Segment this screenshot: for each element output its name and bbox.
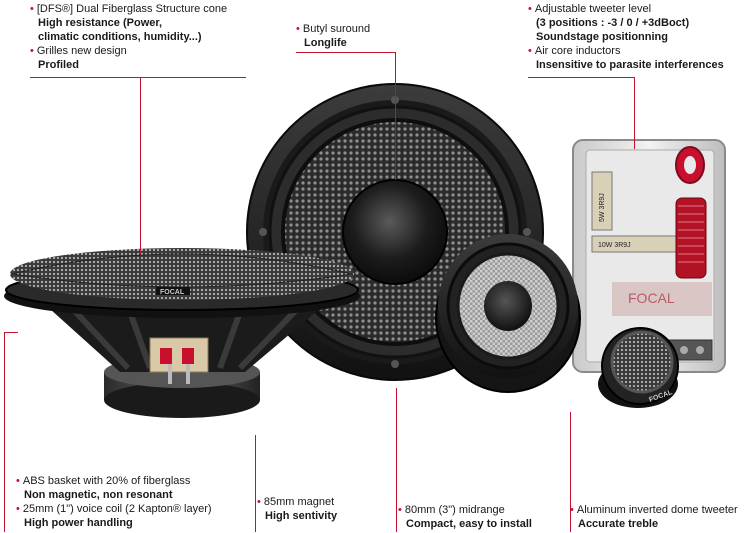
bullet-icon: • bbox=[528, 45, 532, 57]
cone-callout-leader bbox=[140, 77, 141, 253]
woofer-side-view: FOCAL bbox=[4, 248, 360, 418]
magnet-annotation: •85mm magnet High sentivity bbox=[257, 495, 337, 523]
resistor-1-marking: 5W 3R9J bbox=[599, 193, 606, 222]
crossover-feature-2: Air core inductors bbox=[534, 45, 621, 57]
cone-feature-1: [DFS®] Dual Fiberglass Structure cone bbox=[36, 3, 228, 15]
surround-feature: Butyl suround bbox=[302, 23, 371, 35]
resistor-2-marking: 10W 3R9J bbox=[598, 242, 631, 249]
crossover-box: 5W 3R9J 10W 3R9J FOCAL bbox=[572, 139, 726, 373]
crossover-feature-1: Adjustable tweeter level bbox=[534, 3, 652, 15]
basket-feature-2: 25mm (1") voice coil (2 Kapton® layer) bbox=[22, 503, 212, 515]
cone-annotation: •[DFS®] Dual Fiberglass Structure cone H… bbox=[30, 2, 227, 72]
crossover-callout-underline bbox=[528, 77, 635, 78]
magnet-feature: 85mm magnet bbox=[263, 496, 335, 508]
bullet-icon: • bbox=[257, 496, 261, 508]
basket-benefit-2: High power handling bbox=[24, 517, 133, 529]
bullet-icon: • bbox=[398, 504, 402, 516]
midrange-callout-leader bbox=[396, 388, 397, 532]
midrange-annotation: •80mm (3") midrange Compact, easy to ins… bbox=[398, 503, 532, 531]
grille-logo: FOCAL bbox=[160, 289, 185, 296]
surround-benefit: Longlife bbox=[304, 37, 347, 49]
surround-annotation: •Butyl suround Longlife bbox=[296, 22, 370, 50]
bullet-icon: • bbox=[570, 504, 574, 516]
tweeter-benefit: Accurate treble bbox=[578, 518, 659, 530]
board-logo: FOCAL bbox=[628, 290, 675, 306]
tweeter-annotation: •Aluminum inverted dome tweeter Accurate… bbox=[570, 503, 738, 531]
bullet-icon: • bbox=[16, 475, 20, 487]
surround-callout-underline bbox=[296, 52, 396, 53]
cone-benefit-2: Profiled bbox=[38, 59, 79, 71]
magnet-callout-leader bbox=[255, 435, 256, 532]
basket-feature-1: ABS basket with 20% of fiberglass bbox=[22, 475, 191, 487]
bullet-icon: • bbox=[30, 3, 34, 15]
tweeter-driver: FOCAL bbox=[598, 327, 679, 408]
crossover-benefit-1b: Soundstage positionning bbox=[536, 31, 668, 43]
surround-callout-leader bbox=[395, 52, 396, 180]
crossover-benefit-2: Insensitive to parasite interferences bbox=[536, 59, 724, 71]
tweeter-feature: Aluminum inverted dome tweeter bbox=[576, 504, 738, 516]
basket-callout-stub bbox=[4, 332, 18, 333]
cone-callout-underline bbox=[30, 77, 246, 78]
bullet-icon: • bbox=[528, 3, 532, 15]
cone-feature-2: Grilles new design bbox=[36, 45, 127, 57]
bullet-icon: • bbox=[16, 503, 20, 515]
midrange-feature: 80mm (3") midrange bbox=[404, 504, 505, 516]
tweeter-callout-leader bbox=[570, 412, 571, 532]
crossover-annotation: •Adjustable tweeter level (3 positions :… bbox=[528, 2, 724, 72]
basket-callout-leader bbox=[4, 332, 5, 532]
cone-benefit-1b: climatic conditions, humidity...) bbox=[38, 31, 202, 43]
basket-annotation: •ABS basket with 20% of fiberglass Non m… bbox=[16, 474, 212, 530]
midrange-benefit: Compact, easy to install bbox=[406, 518, 532, 530]
crossover-callout-leader bbox=[634, 77, 635, 149]
basket-benefit-1: Non magnetic, non resonant bbox=[24, 489, 173, 501]
midrange-driver bbox=[435, 234, 581, 393]
cone-benefit-1a: High resistance (Power, bbox=[38, 17, 163, 29]
crossover-benefit-1a: (3 positions : -3 / 0 / +3dBoct) bbox=[536, 17, 690, 29]
bullet-icon: • bbox=[296, 23, 300, 35]
magnet-benefit: High sentivity bbox=[265, 510, 338, 522]
bullet-icon: • bbox=[30, 45, 34, 57]
